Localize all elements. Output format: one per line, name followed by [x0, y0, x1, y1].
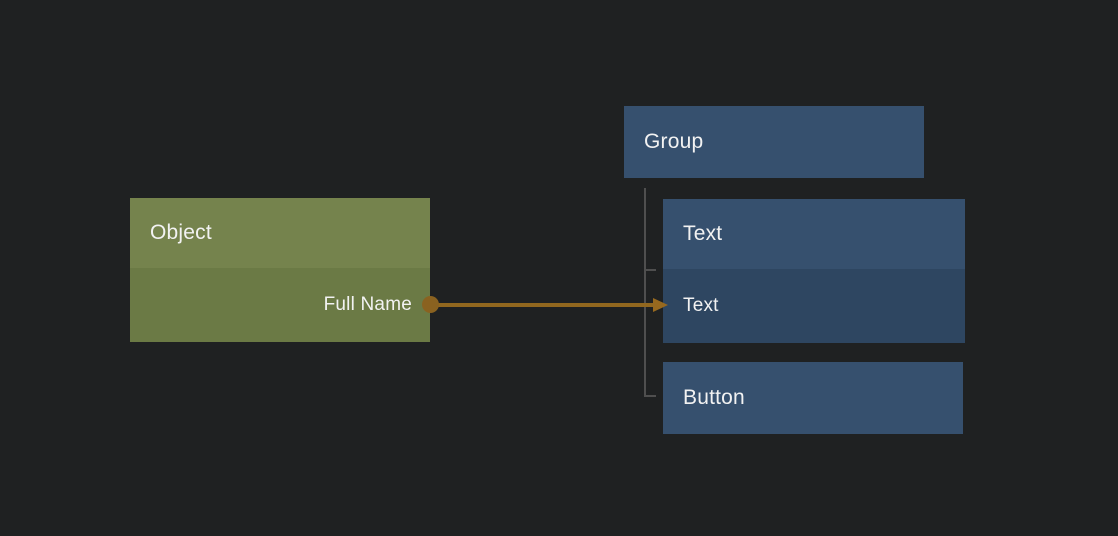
object-node[interactable]: Object Full Name: [130, 198, 430, 342]
button-node[interactable]: Button: [663, 362, 963, 434]
button-node-header[interactable]: Button: [663, 362, 963, 434]
group-children-tree-line-vertical: [644, 188, 646, 397]
button-node-title: Button: [683, 386, 745, 409]
binding-connection-line[interactable]: [436, 303, 654, 307]
text-field-row[interactable]: Text: [663, 269, 965, 343]
full-name-output-port-dot[interactable]: [422, 296, 439, 313]
text-node-title: Text: [683, 222, 723, 245]
object-field-full-name-label: Full Name: [323, 294, 412, 315]
object-node-header[interactable]: Object: [130, 198, 430, 268]
object-field-full-name[interactable]: Full Name: [130, 268, 430, 342]
object-node-title: Object: [150, 221, 212, 244]
group-to-text-tree-stub: [646, 269, 656, 271]
text-field-label: Text: [683, 295, 719, 316]
group-node-header[interactable]: Group: [624, 106, 924, 178]
group-node[interactable]: Group: [624, 106, 924, 178]
group-node-title: Group: [644, 130, 704, 153]
text-node-header[interactable]: Text: [663, 199, 965, 269]
group-to-button-tree-stub: [646, 395, 656, 397]
binding-connection-arrowhead-icon: [653, 298, 668, 312]
text-node[interactable]: Text Text: [663, 199, 965, 343]
